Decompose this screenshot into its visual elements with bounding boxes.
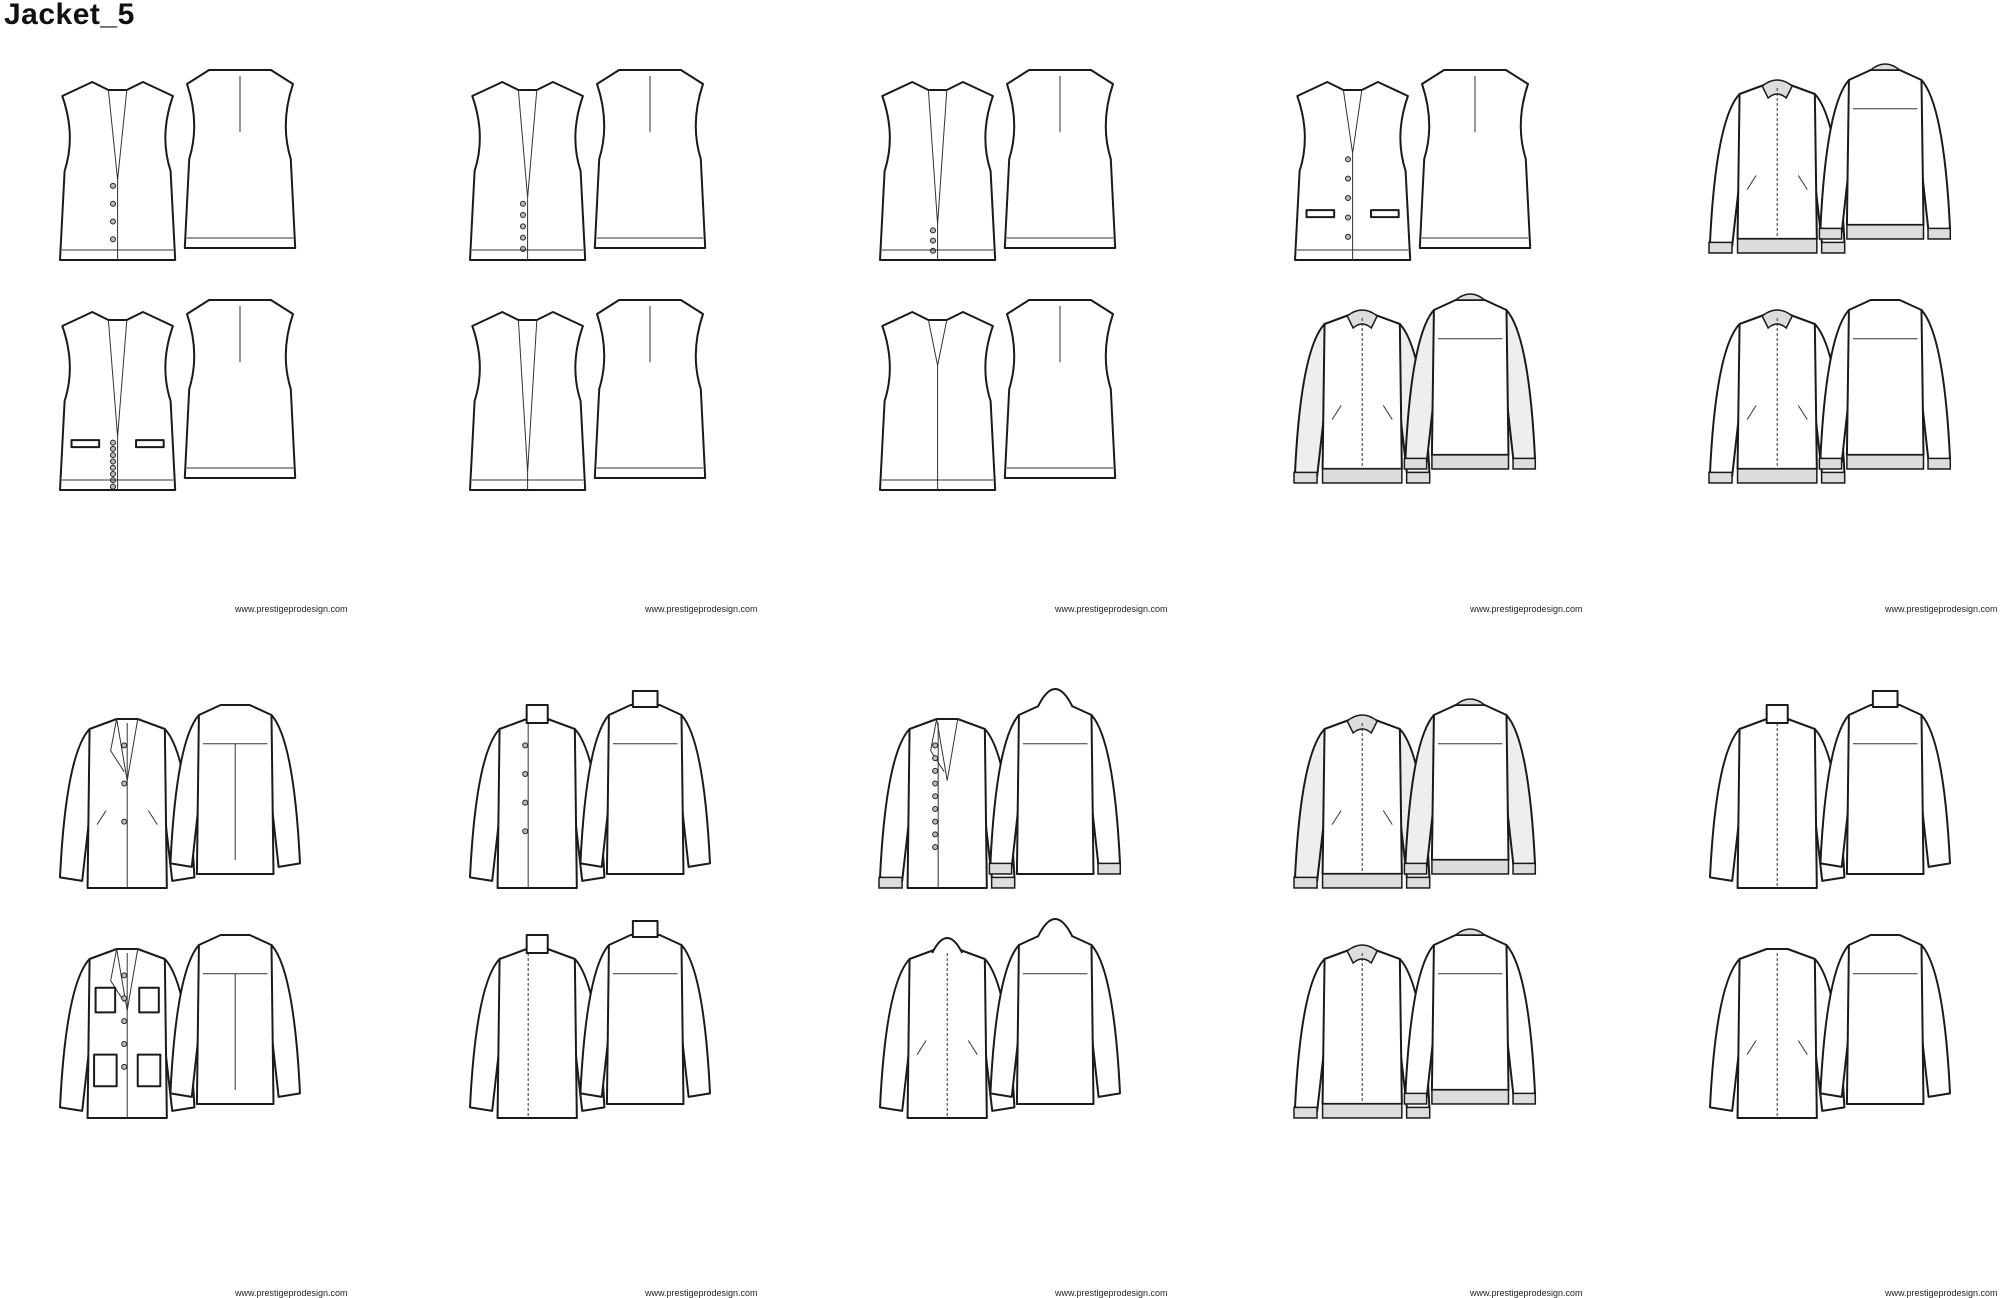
- garment-bottom: [469, 299, 707, 491]
- garment-drawings: [1293, 698, 1537, 1119]
- garment-top: [59, 69, 297, 261]
- garment-top: [469, 69, 707, 261]
- garment-bottom: [59, 299, 297, 491]
- watermark-url: www.prestigeprodesign.com: [235, 604, 348, 614]
- garment-drawings: [879, 69, 1117, 491]
- garment-top: [1708, 63, 1952, 254]
- watermark-url: www.prestigeprodesign.com: [235, 1288, 348, 1298]
- garment-bottom: [1708, 299, 1952, 484]
- garment-top: [1709, 690, 1951, 889]
- sketch-sheet: www.prestigeprodesign.com: [850, 655, 1250, 1298]
- garment-drawings: [59, 704, 301, 1119]
- sketch-sheet: www.prestigeprodesign.com: [30, 655, 430, 1298]
- sketch-sheet: www.prestigeprodesign.com: [850, 20, 1250, 658]
- watermark-url: www.prestigeprodesign.com: [1470, 604, 1583, 614]
- garment-bottom: [1293, 928, 1537, 1119]
- garment-top: [59, 704, 301, 889]
- sketch-sheet: www.prestigeprodesign.com: [440, 655, 840, 1298]
- garment-bottom: [469, 920, 711, 1119]
- watermark-url: www.prestigeprodesign.com: [1885, 1288, 1998, 1298]
- garment-top: [1294, 69, 1532, 261]
- garment-top: [1293, 698, 1537, 889]
- garment-bottom: [879, 918, 1121, 1119]
- garment-drawings: [1708, 63, 1952, 484]
- sketch-sheet: www.prestigeprodesign.com: [1680, 20, 2000, 658]
- sketch-sheet: www.prestigeprodesign.com: [1265, 655, 1665, 1298]
- garment-drawings: [469, 690, 711, 1119]
- watermark-url: www.prestigeprodesign.com: [1885, 604, 1998, 614]
- garment-bottom: [1293, 293, 1537, 484]
- sketch-sheet: www.prestigeprodesign.com: [440, 20, 840, 658]
- watermark-url: www.prestigeprodesign.com: [1470, 1288, 1583, 1298]
- sketch-sheet: www.prestigeprodesign.com: [30, 20, 430, 658]
- garment-top: [878, 688, 1122, 889]
- garment-top: [469, 690, 711, 889]
- watermark-url: www.prestigeprodesign.com: [645, 1288, 758, 1298]
- garment-drawings: [59, 69, 297, 491]
- page-title: Jacket_5: [4, 0, 135, 31]
- garment-bottom: [59, 934, 301, 1119]
- garment-drawings: [878, 688, 1122, 1119]
- sketch-sheet: www.prestigeprodesign.com: [1265, 20, 1665, 658]
- watermark-url: www.prestigeprodesign.com: [1055, 1288, 1168, 1298]
- garment-drawings: [1709, 690, 1951, 1119]
- garment-bottom: [1709, 934, 1951, 1119]
- garment-bottom: [879, 299, 1117, 491]
- watermark-url: www.prestigeprodesign.com: [1055, 604, 1168, 614]
- sketch-sheet: www.prestigeprodesign.com: [1680, 655, 2000, 1298]
- garment-drawings: [469, 69, 707, 491]
- watermark-url: www.prestigeprodesign.com: [645, 604, 758, 614]
- garment-drawings: [1293, 69, 1537, 484]
- garment-top: [879, 69, 1117, 261]
